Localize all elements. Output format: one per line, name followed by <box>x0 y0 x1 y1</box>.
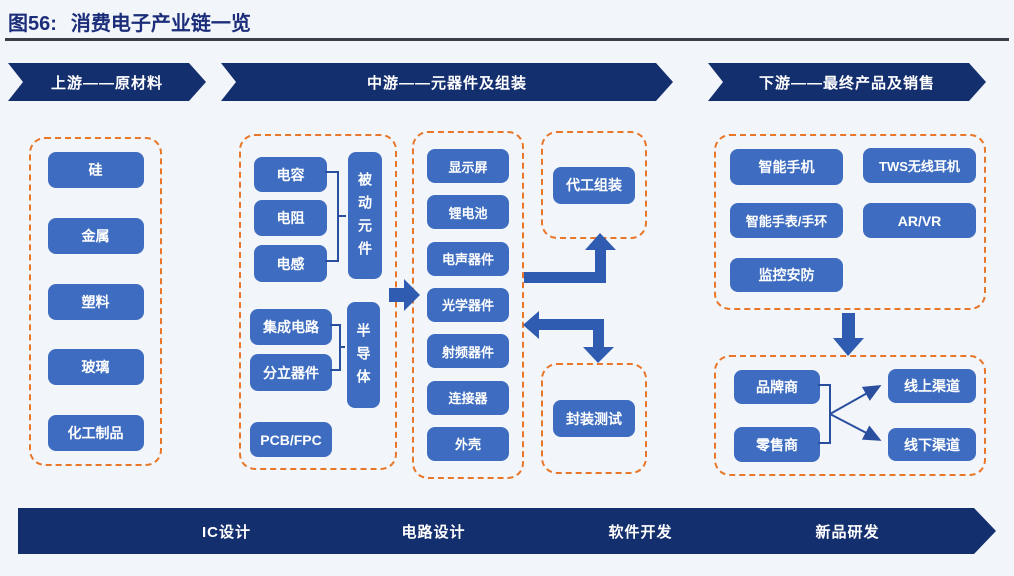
smartwatch-band-box: 智能手表/手环 <box>730 203 843 238</box>
figure-title: 图56: 消费电子产业链一览 <box>8 7 251 36</box>
base-activity-circuit-design: 电路设计 <box>401 523 466 541</box>
smartphone-box: 智能手机 <box>730 149 843 185</box>
base-activities-bar: IC设计 电路设计 软件开发 新品研发 <box>18 508 996 554</box>
banner-upstream: 上游——原材料 <box>8 63 206 101</box>
semiconductor-group-label: 半导体 <box>347 302 380 408</box>
optical-device-box: 光学器件 <box>427 287 509 322</box>
banner-downstream: 下游——最终产品及销售 <box>708 63 986 101</box>
electroacoustic-box: 电声器件 <box>427 241 509 276</box>
casing-box: 外壳 <box>427 426 509 461</box>
arrow-products-to-sales-icon <box>833 313 864 356</box>
upstream-materials-panel: 硅 金属 塑料 玻璃 化工制品 <box>29 137 162 466</box>
material-box-silicon: 硅 <box>47 152 144 188</box>
material-box-plastic: 塑料 <box>47 283 144 320</box>
title-underline <box>5 38 1009 41</box>
capacitor-box: 电容 <box>254 157 327 192</box>
resistor-box: 电阻 <box>254 200 327 236</box>
rf-device-box: 射频器件 <box>427 334 509 369</box>
inductor-box: 电感 <box>254 245 327 282</box>
components-panel: 显示屏 锂电池 电声器件 光学器件 射频器件 连接器 外壳 <box>412 131 524 479</box>
oem-assembly-box: 代工组装 <box>553 166 635 204</box>
passive-semiconductor-panel: 电容 电阻 电感 被动元件 集成电路 分立器件 半导体 PCB/FPC <box>239 134 397 470</box>
package-testing-panel: 封装测试 <box>541 363 647 474</box>
arrow-components-package-testing-bidirectional-icon <box>523 311 614 363</box>
material-box-metal: 金属 <box>47 217 144 254</box>
base-activity-new-product-rd: 新品研发 <box>815 523 880 541</box>
online-channel-box: 线上渠道 <box>888 369 976 403</box>
figure-title-text: 消费电子产业链一览 <box>70 13 251 35</box>
pcb-fpc-box: PCB/FPC <box>250 422 332 457</box>
arrow-components-to-oem-assembly-icon <box>524 233 616 283</box>
final-products-panel: 智能手机 TWS无线耳机 智能手表/手环 AR/VR 监控安防 <box>714 134 986 310</box>
brand-vendor-box: 品牌商 <box>734 370 820 404</box>
retailer-box: 零售商 <box>734 427 820 462</box>
passive-components-group-label: 被动元件 <box>348 152 382 279</box>
material-box-chemical: 化工制品 <box>47 415 144 451</box>
ar-vr-box: AR/VR <box>863 203 976 238</box>
discrete-device-box: 分立器件 <box>250 354 332 391</box>
base-activity-ic-design: IC设计 <box>201 523 251 541</box>
figure-number-label: 图56: <box>8 13 57 35</box>
surveillance-security-box: 监控安防 <box>730 258 843 292</box>
material-box-glass: 玻璃 <box>47 349 144 386</box>
oem-assembly-panel: 代工组装 <box>541 131 647 239</box>
lithium-battery-box: 锂电池 <box>427 195 509 230</box>
tws-earphones-box: TWS无线耳机 <box>863 148 976 183</box>
banner-midstream: 中游——元器件及组装 <box>221 63 673 101</box>
integrated-circuit-box: 集成电路 <box>250 309 332 345</box>
display-box: 显示屏 <box>427 149 509 183</box>
base-activity-software-dev: 软件开发 <box>608 523 673 541</box>
connector-box: 连接器 <box>427 380 509 415</box>
offline-channel-box: 线下渠道 <box>888 428 976 461</box>
package-testing-box: 封装测试 <box>553 400 635 437</box>
sales-panel: 品牌商 零售商 线上渠道 线下渠道 <box>714 355 986 476</box>
